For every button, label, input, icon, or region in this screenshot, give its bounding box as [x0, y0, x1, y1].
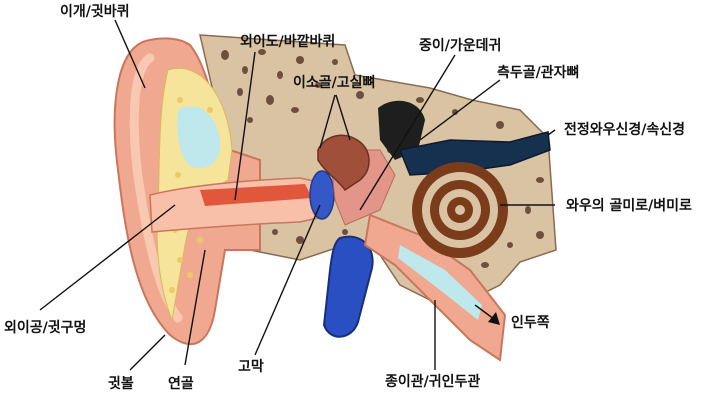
ossicles [317, 134, 370, 192]
semicircular-canal [378, 100, 425, 160]
label-eustachian-tube: 종이관/귀인두관 [385, 374, 481, 390]
label-external-opening: 외이공/귓구멍 [4, 320, 87, 336]
label-auricle: 이개/귓바퀴 [60, 4, 130, 20]
label-earlobe: 귓볼 [108, 376, 134, 392]
label-cochlea: 와우의 골미로/벼미로 [566, 198, 692, 214]
label-vestibulocochlear-nerve: 전정와우신경/속신경 [564, 122, 686, 138]
label-external-canal: 외이도/바깥바퀴 [240, 34, 336, 50]
label-middle-ear: 중이/가운데귀 [419, 38, 502, 54]
fluid-region [177, 106, 221, 169]
cochlea [412, 162, 508, 258]
label-to-pharynx: 인두쪽 [511, 315, 550, 331]
label-eardrum: 고막 [238, 359, 264, 375]
leader-lines [39, 19, 556, 371]
eardrum [309, 170, 335, 220]
vestibulocochlear-nerve [398, 131, 551, 176]
pharynx-tube-fluid [398, 245, 482, 320]
eustachian-tube-blue [322, 235, 374, 338]
label-temporal-bone: 측두골/관자뼈 [497, 65, 580, 81]
ear-canal-inner [200, 184, 312, 206]
label-cartilage: 연골 [168, 376, 194, 392]
pharynx-arrowhead [488, 312, 500, 325]
label-ossicles: 이소골/고실뼈 [293, 75, 376, 91]
